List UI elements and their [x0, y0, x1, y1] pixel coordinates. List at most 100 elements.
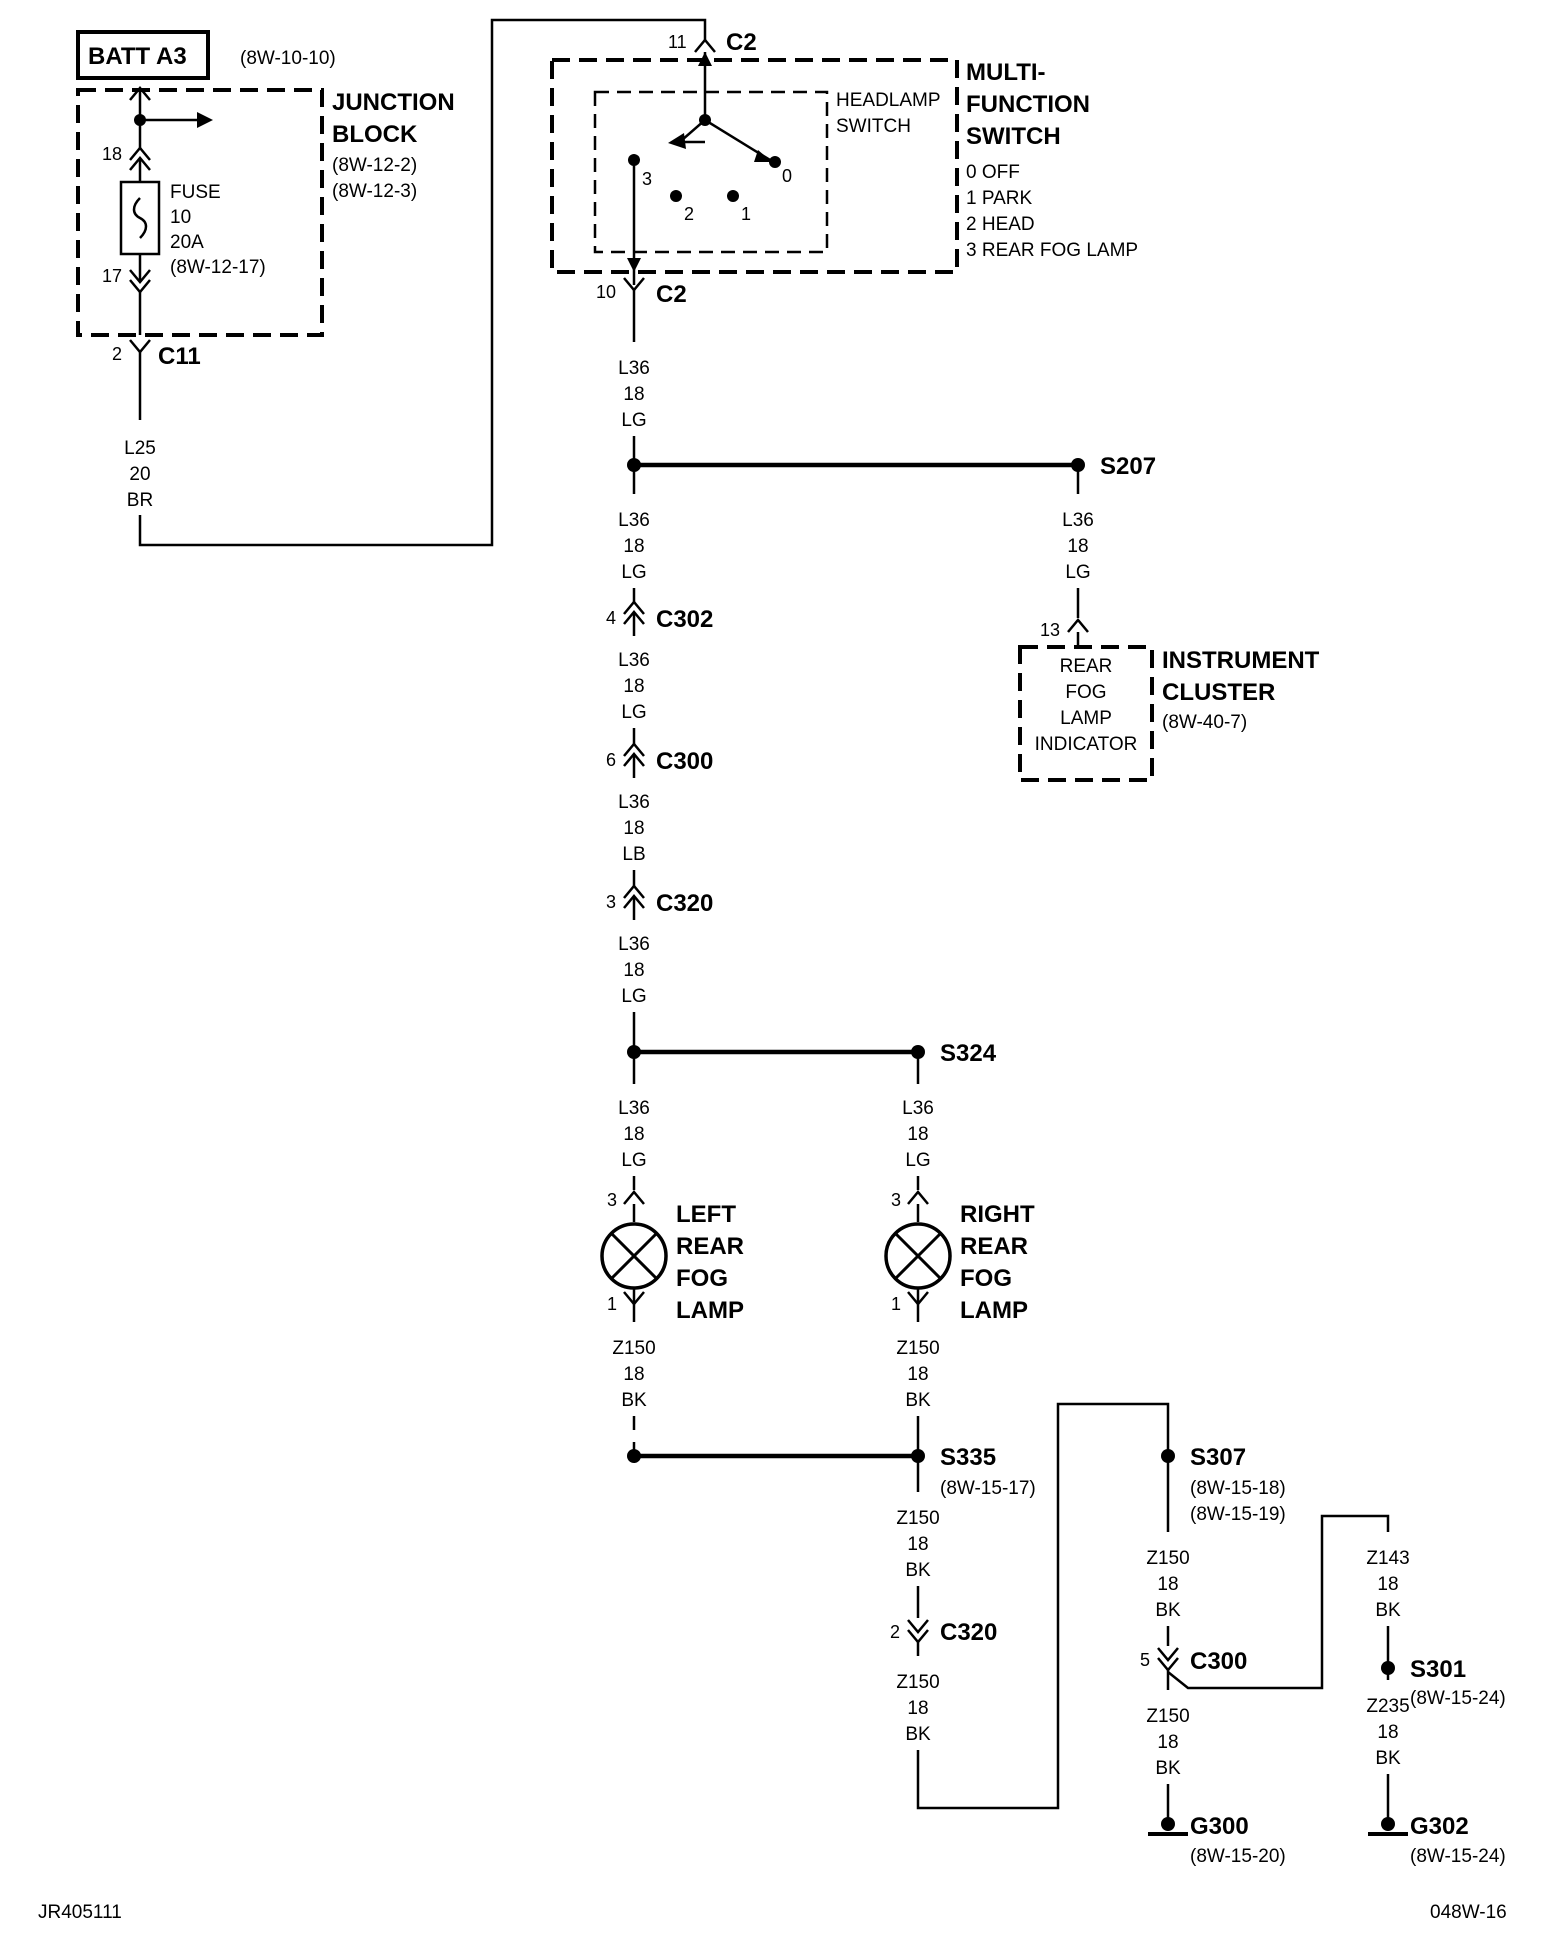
- s301-ref: (8W-15-24): [1410, 1688, 1506, 1709]
- wire-w1-gauge: 18: [623, 384, 644, 405]
- wire-w4-circuit: L36: [618, 650, 650, 671]
- wire-w15-circuit: Z143: [1366, 1548, 1409, 1569]
- wire-w11-circuit: Z150: [896, 1508, 939, 1529]
- footer-right-code: 048W-16: [1430, 1902, 1507, 1923]
- wire-w3: L36 18 LG: [1062, 510, 1094, 583]
- left-rear-fog-lamp: 3 1 LEFT REAR FOG LAMP: [600, 1190, 744, 1324]
- wire-w12-gauge: 18: [907, 1698, 928, 1719]
- s307-ref2: (8W-15-19): [1190, 1504, 1286, 1525]
- left-lamp-l2: REAR: [676, 1233, 744, 1260]
- splice-s335: S335 (8W-15-17): [911, 1444, 1036, 1499]
- wire-w6: L36 18 LG: [618, 934, 650, 1007]
- left-lamp-pin-top: 3: [607, 1190, 617, 1210]
- wire-w16-gauge: 18: [1377, 1722, 1398, 1743]
- wire-w11: Z150 18 BK: [896, 1508, 939, 1581]
- c302-label: C302: [656, 606, 713, 633]
- wire-w3-circuit: L36: [1062, 510, 1094, 531]
- fuse-line3: 20A: [170, 232, 204, 253]
- connector-c11: 2 C11: [112, 339, 201, 420]
- junction-block: JUNCTION BLOCK (8W-12-2) (8W-12-3) 18 FU…: [76, 86, 455, 337]
- wire-w13-color: BK: [1155, 1600, 1181, 1621]
- wire-w4: L36 18 LG: [618, 650, 650, 723]
- wire-w10-color: BK: [905, 1390, 931, 1411]
- right-lamp-pin-bot: 1: [891, 1294, 901, 1314]
- wire-w4-gauge: 18: [623, 676, 644, 697]
- wire-l25: L25 20 BR: [124, 18, 707, 547]
- wire-w4-color: LG: [621, 702, 646, 723]
- c320a-label: C320: [656, 890, 713, 917]
- wire-w10: Z150 18 BK: [896, 1338, 939, 1411]
- mfs-pos-1: 1 PARK: [966, 188, 1033, 209]
- fuse-pin-in: 18: [102, 144, 122, 164]
- wire-w9-circuit: Z150: [612, 1338, 655, 1359]
- wire-w10-gauge: 18: [907, 1364, 928, 1385]
- c302-pin: 4: [606, 608, 616, 628]
- left-lamp-l1: LEFT: [676, 1201, 736, 1228]
- wire-w2-circuit: L36: [618, 510, 650, 531]
- wire-w13-gauge: 18: [1157, 1574, 1178, 1595]
- cluster-ind-1: FOG: [1065, 682, 1106, 703]
- wire-w2-gauge: 18: [623, 536, 644, 557]
- connector-c320-b: 2 C320: [890, 1619, 997, 1646]
- batt-ref: (8W-10-10): [240, 48, 336, 69]
- c300a-label: C300: [656, 748, 713, 775]
- left-lamp-pin-bot: 1: [607, 1294, 617, 1314]
- c300b-pin: 5: [1140, 1650, 1150, 1670]
- mfs-pos-2: 2 HEAD: [966, 214, 1035, 235]
- wire-w2: L36 18 LG: [618, 510, 650, 583]
- mfs-inner1: HEADLAMP: [836, 90, 941, 111]
- cluster-ind-2: LAMP: [1060, 708, 1112, 729]
- wire-w14: Z150 18 BK: [1146, 1706, 1189, 1779]
- s335-ref: (8W-15-17): [940, 1478, 1036, 1499]
- c320b-pin: 2: [890, 1622, 900, 1642]
- wire-w15-color: BK: [1375, 1600, 1401, 1621]
- s335-label: S335: [940, 1444, 996, 1471]
- ground-g300: G300 (8W-15-20): [1148, 1813, 1286, 1867]
- s324-label: S324: [940, 1040, 997, 1067]
- wire-w6-circuit: L36: [618, 934, 650, 955]
- wire-w7-color: LG: [621, 1150, 646, 1171]
- mfs-pos-0: 0 OFF: [966, 162, 1020, 183]
- mfs-title2: FUNCTION: [966, 91, 1090, 118]
- c11-pin: 2: [112, 344, 122, 364]
- wire-l25-circuit: L25: [124, 438, 156, 459]
- wire-w12-circuit: Z150: [896, 1672, 939, 1693]
- junction-block-title1: JUNCTION: [332, 89, 455, 116]
- mfs-contact-2: 2: [684, 204, 694, 224]
- wire-w3-color: LG: [1065, 562, 1090, 583]
- wire-w10-circuit: Z150: [896, 1338, 939, 1359]
- wire-w8: L36 18 LG: [902, 1098, 934, 1171]
- wire-w8-color: LG: [905, 1150, 930, 1171]
- cluster-ind-0: REAR: [1060, 656, 1113, 677]
- right-lamp-l3: FOG: [960, 1265, 1012, 1292]
- connector-c300-b: 5 C300: [1140, 1647, 1247, 1680]
- wire-w7-circuit: L36: [618, 1098, 650, 1119]
- right-lamp-l1: RIGHT: [960, 1201, 1035, 1228]
- right-lamp-l2: REAR: [960, 1233, 1028, 1260]
- connector-c2-top: 11 C2: [668, 29, 757, 56]
- wire-w7: L36 18 LG: [618, 1098, 650, 1171]
- wire-w7-gauge: 18: [623, 1124, 644, 1145]
- cluster-title1: INSTRUMENT: [1162, 647, 1320, 674]
- junction-block-ref1: (8W-12-2): [332, 155, 417, 176]
- wire-w13-circuit: Z150: [1146, 1548, 1189, 1569]
- wire-w1: L36 18 LG: [618, 358, 650, 431]
- instrument-cluster: REAR FOG LAMP INDICATOR INSTRUMENT CLUST…: [1018, 645, 1320, 782]
- s301-label: S301: [1410, 1656, 1466, 1683]
- batt-label: BATT A3: [88, 43, 187, 70]
- wire-w12: Z150 18 BK: [896, 1672, 939, 1745]
- splice-s301: S301 (8W-15-24): [1381, 1656, 1506, 1709]
- wire-w16-color: BK: [1375, 1748, 1401, 1769]
- mfs-title1: MULTI-: [966, 59, 1046, 86]
- fuse-line1: FUSE: [170, 182, 221, 203]
- left-lamp-l4: LAMP: [676, 1297, 744, 1324]
- c300a-pin: 6: [606, 750, 616, 770]
- cluster-ref: (8W-40-7): [1162, 712, 1247, 733]
- multi-function-switch: MULTI- FUNCTION SWITCH 0 OFF 1 PARK 2 HE…: [550, 52, 1138, 285]
- cluster-pin: 13: [1040, 620, 1060, 640]
- wire-w8-circuit: L36: [902, 1098, 934, 1119]
- c2-top-label: C2: [726, 29, 757, 56]
- wire-w6-gauge: 18: [623, 960, 644, 981]
- c2-top-pin: 11: [668, 32, 687, 52]
